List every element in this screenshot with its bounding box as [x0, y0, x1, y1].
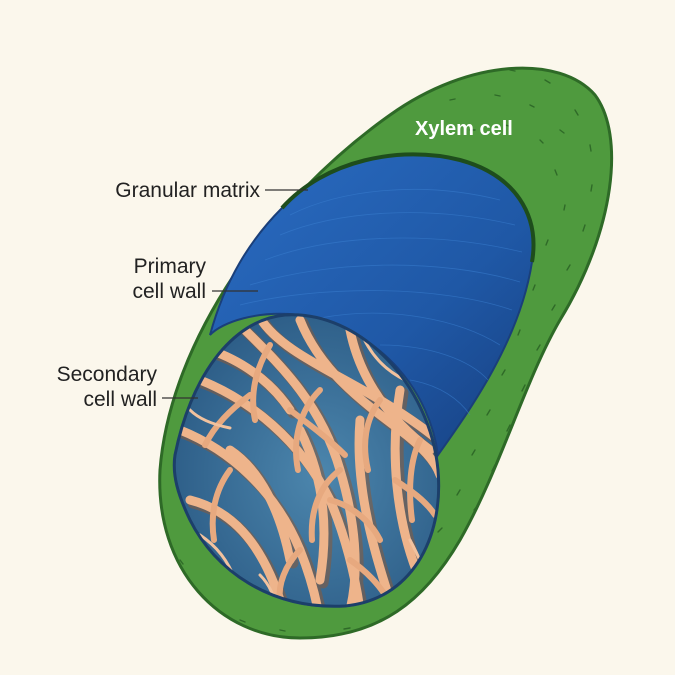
xylem-cell-label: Xylem cell: [415, 118, 513, 140]
granular-matrix-label: Granular matrix: [115, 179, 260, 202]
primary-wall-texture: [239, 189, 523, 416]
secondary-cell-wall: [175, 314, 439, 607]
secondary-cell-wall-label: Secondary cell wall: [30, 362, 157, 412]
secondary-wall-rim: [172, 313, 441, 608]
secondary-label-line2: cell wall: [83, 388, 157, 411]
primary-label-line1: Primary: [133, 255, 206, 278]
cell-opening-rim: [280, 152, 536, 263]
cell-surface-texture: [179, 69, 593, 632]
secondary-label-line1: Secondary: [56, 363, 157, 386]
primary-label-line2: cell wall: [132, 280, 206, 303]
primary-cell-wall-label: Primary cell wall: [90, 254, 206, 304]
